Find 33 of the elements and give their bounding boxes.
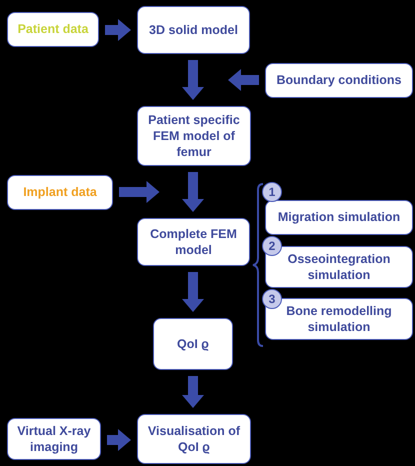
box-label: Boundary conditions	[276, 72, 402, 89]
box-label: Visualisation of QoI ϱ	[146, 422, 242, 456]
box-label: Bone remodelling simulation	[285, 302, 393, 336]
callout-number: 3	[262, 289, 282, 309]
box-label: QoI ϱ	[176, 336, 210, 352]
process-box	[7, 418, 101, 460]
process-box	[153, 318, 233, 370]
block-arrow	[119, 181, 160, 203]
process-box	[7, 175, 113, 210]
box-label: Osseointegration simulation	[286, 250, 392, 284]
process-box	[265, 200, 413, 235]
box-label: Patient specific FEM model of femur	[147, 112, 241, 160]
block-arrow	[105, 19, 131, 41]
process-box	[137, 218, 250, 266]
box-label: Virtual X-ray imaging	[16, 422, 92, 456]
box-label: Complete FEM model	[149, 226, 238, 258]
box-label: Patient data	[18, 21, 88, 38]
callout-number: 2	[262, 236, 282, 256]
block-arrow	[182, 272, 204, 312]
box-label: Implant data	[23, 184, 97, 201]
process-box	[137, 106, 251, 166]
block-arrow	[182, 376, 204, 408]
block-arrow	[107, 429, 131, 451]
box-label: Migration simulation	[278, 209, 400, 226]
process-box	[7, 12, 99, 47]
block-arrow	[182, 172, 204, 212]
process-box	[137, 6, 250, 54]
box-label: 3D solid model	[149, 22, 238, 38]
process-box	[137, 414, 251, 464]
process-box	[265, 63, 413, 98]
block-arrow	[228, 69, 259, 91]
callout-number: 1	[262, 182, 282, 202]
block-arrow	[182, 60, 204, 100]
